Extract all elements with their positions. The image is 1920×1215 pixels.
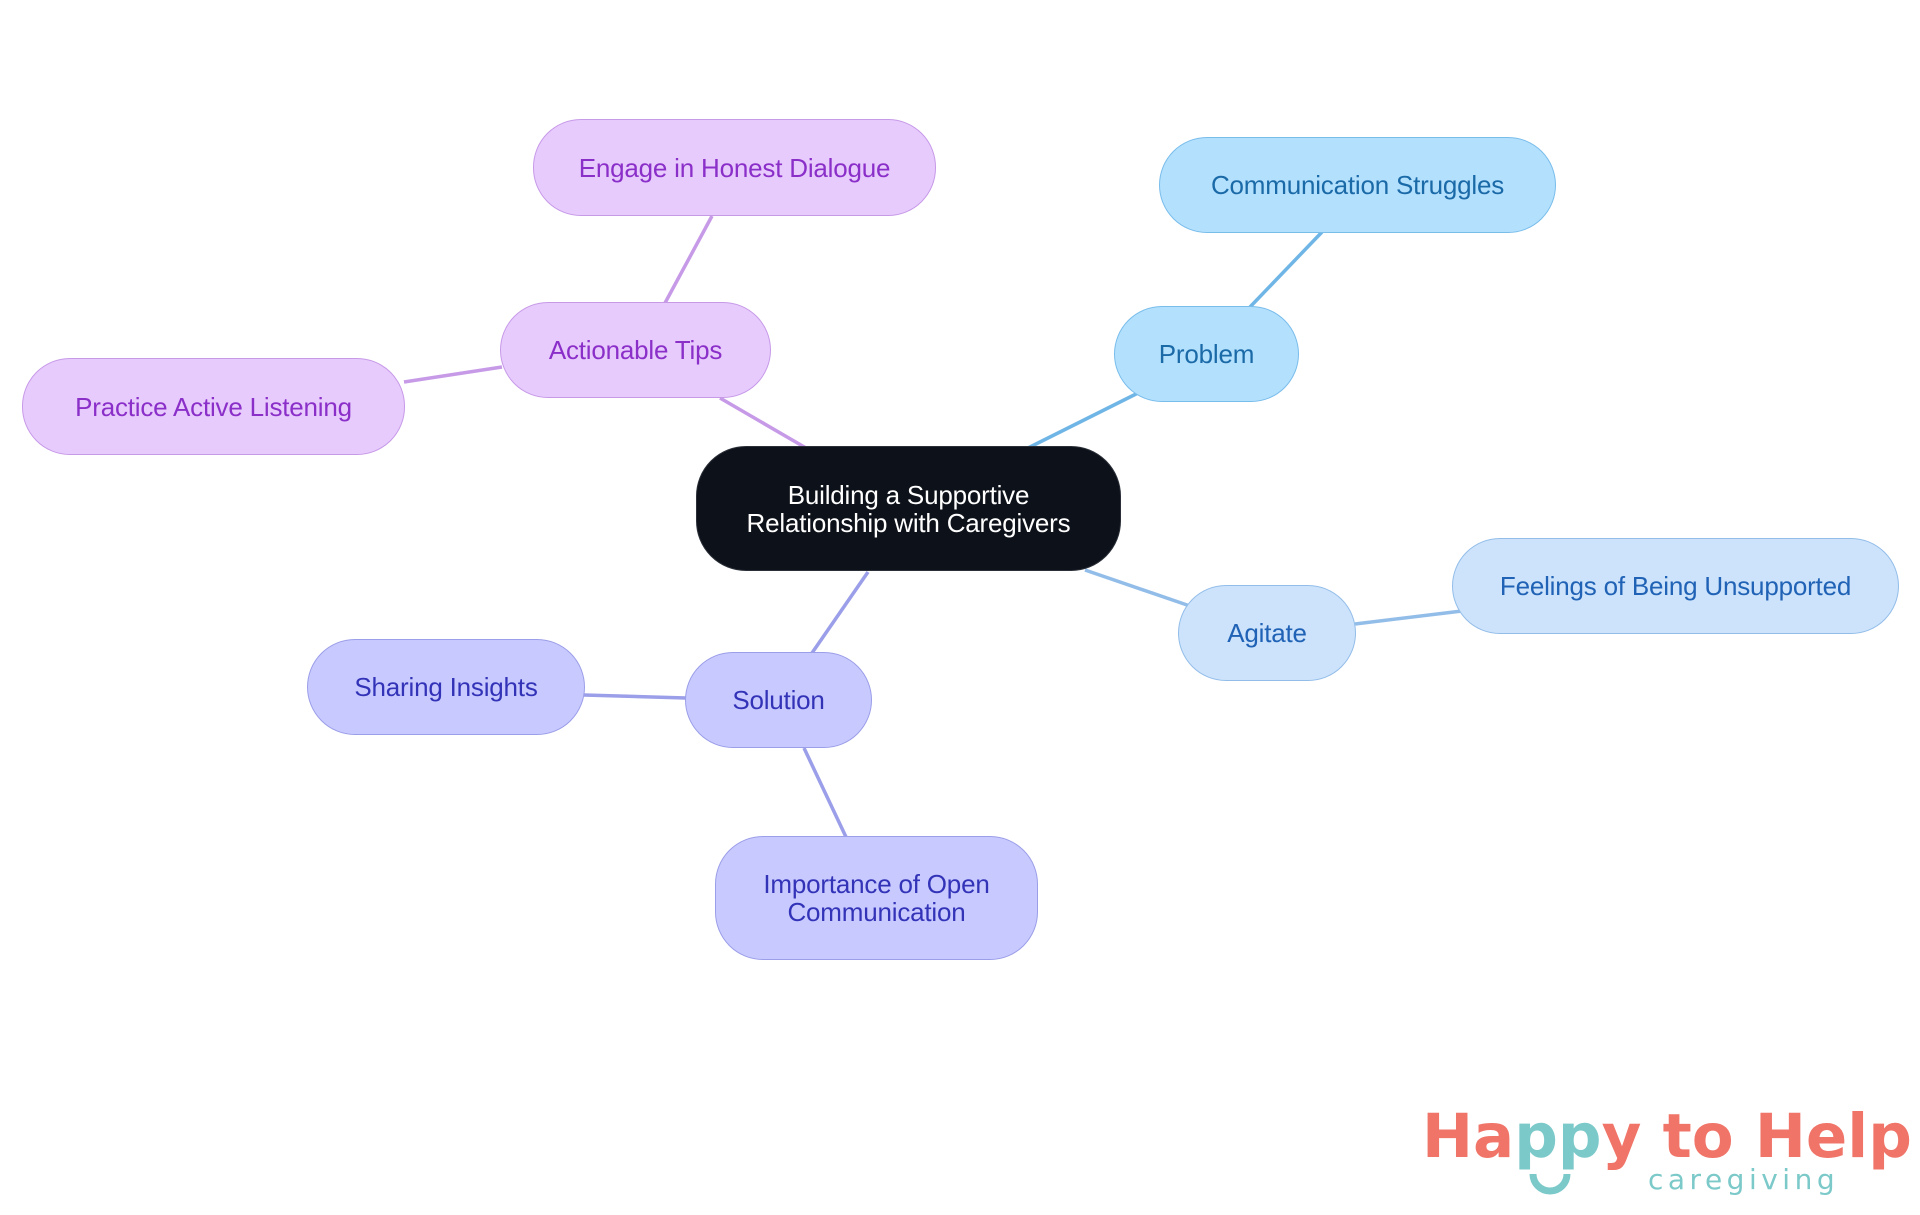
node-engage-label: Engage in Honest Dialogue xyxy=(578,152,891,183)
logo-wordmark: Happy to Help xyxy=(1422,1105,1912,1169)
logo-subtitle: caregiving xyxy=(1648,1163,1840,1196)
node-problem[interactable]: Problem xyxy=(1114,306,1299,402)
node-importance-label: Importance of Open Communication xyxy=(763,869,990,927)
root-node-label: Building a Supportive Relationship with … xyxy=(746,479,1071,538)
node-sharing-insights[interactable]: Sharing Insights xyxy=(307,639,585,735)
node-sharing-insights-label: Sharing Insights xyxy=(354,672,538,702)
edge-problem-communication xyxy=(1248,230,1324,309)
node-practice-active-listening[interactable]: Practice Active Listening xyxy=(22,358,405,455)
happy-to-help-logo: Happy to Help caregiving xyxy=(1420,1105,1912,1210)
edge-solution-importance xyxy=(802,747,848,838)
edge-root-agitate xyxy=(1084,568,1191,608)
node-communication-struggles[interactable]: Communication Struggles xyxy=(1159,137,1556,233)
node-feelings-of-being-unsupported[interactable]: Feelings of Being Unsupported xyxy=(1452,538,1899,634)
smile-icon xyxy=(1529,1173,1571,1195)
edge-root-problem xyxy=(1027,391,1139,450)
edge-root-solution xyxy=(810,571,870,654)
logo-text-ha: Ha xyxy=(1422,1101,1515,1172)
edge-tips-practice xyxy=(403,365,503,384)
node-solution-label: Solution xyxy=(732,685,825,715)
node-problem-label: Problem xyxy=(1158,339,1255,369)
node-importance-of-open-communication[interactable]: Importance of Open Communication xyxy=(715,836,1038,960)
node-agitate-label: Agitate xyxy=(1227,618,1307,648)
node-actionable-tips[interactable]: Actionable Tips xyxy=(500,302,771,398)
edge-agitate-feelings xyxy=(1354,609,1463,626)
edge-tips-engage xyxy=(663,215,714,304)
node-agitate[interactable]: Agitate xyxy=(1178,585,1356,681)
edge-root-actionable-tips xyxy=(719,396,807,450)
node-solution[interactable]: Solution xyxy=(685,652,872,748)
logo-text-rest: y to Help xyxy=(1601,1101,1912,1172)
node-practice-label: Practice Active Listening xyxy=(75,391,352,422)
root-node[interactable]: Building a Supportive Relationship with … xyxy=(696,446,1121,571)
node-feelings-label: Feelings of Being Unsupported xyxy=(1499,571,1852,601)
node-actionable-tips-label: Actionable Tips xyxy=(548,335,723,365)
node-communication-struggles-label: Communication Struggles xyxy=(1210,170,1505,200)
logo-text-pp: pp xyxy=(1514,1101,1602,1172)
node-engage-in-honest-dialogue[interactable]: Engage in Honest Dialogue xyxy=(533,119,936,216)
edge-solution-sharing xyxy=(583,693,687,700)
